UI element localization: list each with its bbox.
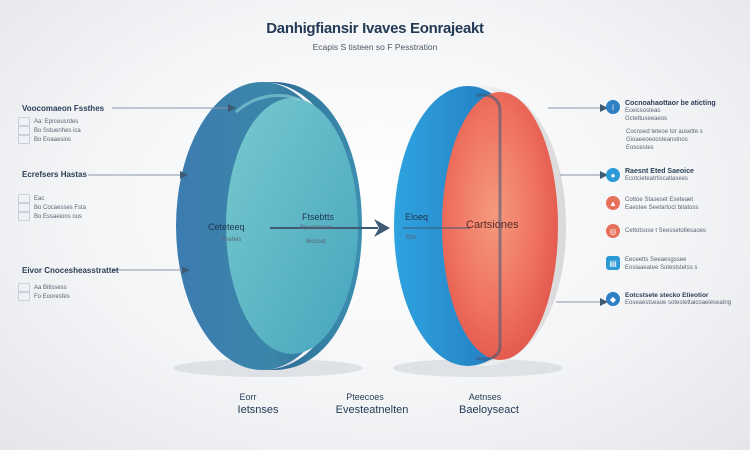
leader-arrow-5	[600, 171, 608, 179]
leader-arrow-2	[180, 171, 188, 179]
info-icon: i	[606, 100, 620, 114]
right-item-5: ◎ Cettotsose t Seessetotlesaoes	[606, 224, 746, 238]
right-disc-label: Cartsiones	[466, 219, 519, 231]
left-label-3-line-1: Aa Bitissess	[34, 284, 67, 291]
left-label-1-heading: Voocomaeon Fssthes	[22, 104, 105, 113]
left-disc-label: Ceteteeq	[208, 222, 245, 232]
left-label-1-line-2: Bo Sstuenhes ica	[34, 127, 81, 134]
right-item-6: ▤ Eeceetts Seeaesgssee Eosiaaeatee Sotes…	[606, 256, 746, 272]
right-item-1: i Cocnoahaottaor be aticting Eceicsostea…	[606, 100, 746, 123]
right-item-1-heading: Cocnoahaottaor be aticting	[625, 100, 716, 107]
bottom-left-small: Eorr	[239, 392, 257, 402]
left-disc-sub: Fseteis	[222, 237, 242, 243]
center-sub-top: Bpeeteeeon	[300, 225, 333, 231]
right-item-6-line-1: Eeceetts Seeaesgssee	[625, 257, 687, 263]
right-item-2: Cocnsed teteoe tor ausette s Gioaeeoeoos…	[626, 128, 746, 152]
leader-arrow-4	[600, 104, 608, 112]
checkbox-icon	[18, 135, 30, 144]
checkbox-icon	[18, 117, 30, 126]
diagram-subtitle: Ecapis S tisteen so F Pesstration	[312, 42, 438, 52]
right-item-4-line-2: Eaestee Seetartoct bitatoss	[625, 205, 699, 211]
checkbox-icon	[18, 292, 30, 301]
right-item-3: ● Raesnt Eted Saeoice Ecotcieteatrtiscat…	[606, 168, 746, 183]
checkbox-icon	[18, 194, 30, 203]
right-item-5-line-1: Cettotsose t Seessetotlesaoes	[625, 228, 707, 234]
left-label-1-line-1: Aa: Eprceusrdes	[34, 118, 79, 125]
bottom-right-small: Aetnses	[468, 392, 502, 402]
center-label: Ftsebtts	[302, 212, 335, 222]
right-item-4: ▲ Cottoe Staseset Eseteaet Eaestee Seeta…	[606, 196, 746, 212]
bottom-left-label: Ietsnses	[237, 404, 279, 416]
right-item-2-line-1: Cocnsed teteoe tor ausette s	[626, 129, 703, 135]
right-item-2-line-2: Gioaeeoeoosteanstnos	[626, 137, 688, 143]
left-label-3-sublines: Aa Bitissess Fo Eooresfes	[18, 283, 70, 301]
left-label-2-heading: Ecrefsers Hastas	[22, 170, 87, 179]
leader-arrow-1	[228, 104, 236, 112]
right-disc-side-label: Eloeq	[405, 212, 429, 222]
left-disc	[176, 82, 362, 370]
center-arrow	[270, 219, 470, 237]
left-label-1-sublines: Aa: Eprceusrdes Bo Sstuenhes ica Bo Eoaa…	[18, 117, 81, 144]
left-leader-lines	[88, 107, 228, 271]
left-label-3-line-2: Fo Eooresfes	[34, 293, 70, 300]
right-item-1-line-2: Gctettuseeaeos	[625, 116, 668, 122]
checkbox-icon	[18, 283, 30, 292]
left-label-1-line-3: Bo Eoaaesios	[34, 136, 72, 143]
shield-icon: ◆	[606, 292, 620, 306]
left-label-2-line-2: Bo Cocaesses Fsta	[34, 204, 87, 211]
left-label-2-line-1: Eac	[34, 195, 45, 202]
checkbox-icon	[18, 126, 30, 135]
chart-icon: ▤	[606, 256, 620, 270]
right-item-7-heading: Eotcstsete stecko Etieotior	[625, 292, 709, 299]
leader-arrow-6	[600, 298, 608, 306]
target-icon: ◎	[606, 224, 620, 238]
left-label-2-sublines: Eac Bo Cocaesses Fsta Bo Essaeions ous	[18, 194, 86, 221]
left-label-2-line-3: Bo Essaeions ous	[34, 213, 83, 220]
right-item-3-heading: Raesnt Eted Saeoice	[625, 168, 694, 175]
left-label-3-heading: Eivor Cnocesheasstrattet	[22, 266, 119, 275]
right-item-7: ◆ Eotcstsete stecko Etieotior Eoseaestse…	[606, 292, 746, 307]
bottom-right-label: Baeloyseact	[459, 404, 519, 416]
right-item-2-line-3: Eoscestes	[626, 145, 654, 151]
right-disc	[394, 86, 566, 366]
center-sub-bottom: Bicsoat	[306, 239, 326, 245]
drop-icon: ●	[606, 168, 620, 182]
diagram-title: Danhigfiansir Ivaves Eonrajeakt	[266, 20, 484, 37]
checkbox-icon	[18, 212, 30, 221]
right-disc-side-sub: Etis	[406, 235, 417, 241]
flame-icon: ▲	[606, 196, 620, 210]
bottom-center-label: Evesteatnelten	[335, 404, 409, 416]
right-item-7-line-1: Eoseaestseaoe sotestettaicoaeieseatng	[625, 300, 732, 306]
right-leader-lines	[548, 107, 600, 303]
right-item-1-line-1: Eceicsosteas	[625, 108, 661, 114]
bottom-center-small: Pteecoes	[346, 392, 384, 402]
right-item-6-line-2: Eosiaaeatee Soteststetss s	[625, 265, 698, 271]
right-item-3-line-1: Ecotcieteatrtiscatlasees	[625, 176, 689, 182]
leader-arrow-3	[182, 266, 190, 274]
checkbox-icon	[18, 203, 30, 212]
right-item-4-line-1: Cottoe Staseset Eseteaet	[625, 197, 694, 203]
